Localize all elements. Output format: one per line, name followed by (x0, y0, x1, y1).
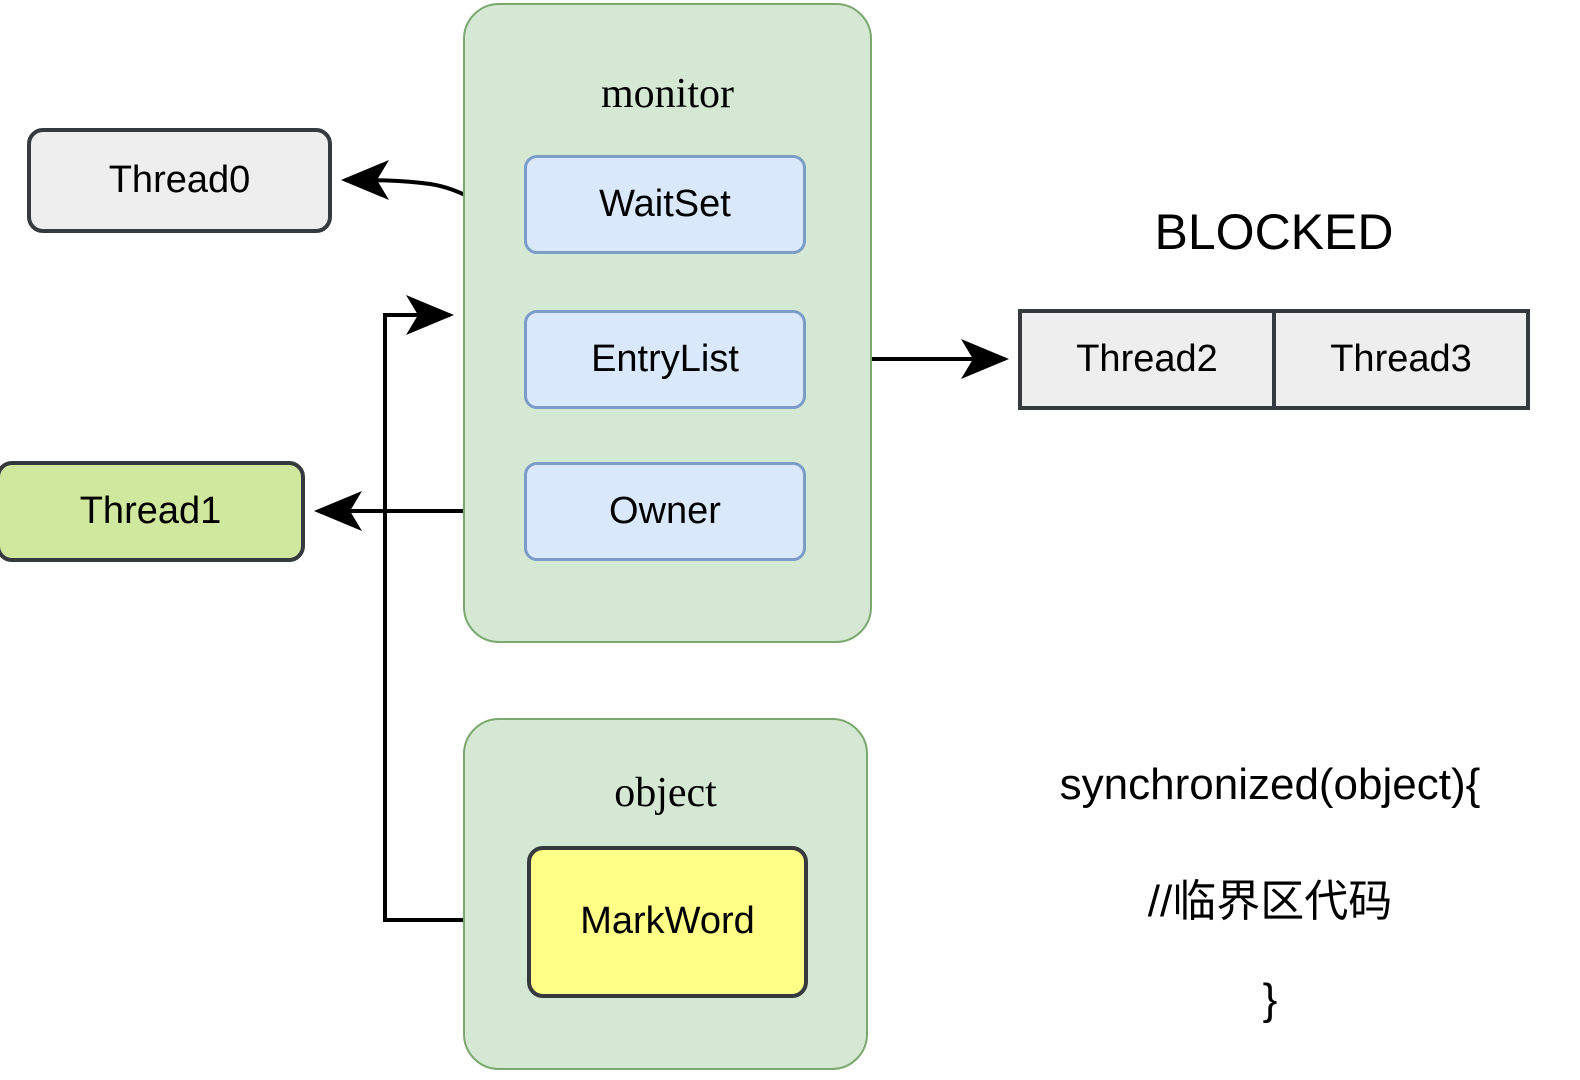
thread1-label: Thread1 (79, 489, 222, 532)
object-title: object (614, 770, 717, 816)
blocked-cell-thread3[interactable]: Thread3 (1272, 313, 1526, 406)
waitset-label: WaitSet (599, 182, 731, 225)
thread0-label: Thread0 (108, 158, 251, 201)
blocked-cell-thread2-label: Thread2 (1076, 338, 1218, 380)
markword-box[interactable]: MarkWord (527, 846, 808, 998)
code-line-2: //临界区代码 (1147, 877, 1393, 926)
blocked-title: BLOCKED (1154, 204, 1394, 260)
markword-label: MarkWord (580, 900, 755, 943)
monitor-title: monitor (601, 71, 734, 117)
owner-box[interactable]: Owner (524, 462, 806, 561)
waitset-box[interactable]: WaitSet (524, 155, 806, 254)
blocked-cell-thread3-label: Thread3 (1330, 338, 1472, 380)
thread0-box[interactable]: Thread0 (27, 128, 332, 233)
thread1-box[interactable]: Thread1 (0, 461, 305, 562)
blocked-thread-table: Thread2 Thread3 (1018, 309, 1530, 410)
code-line-3: } (1262, 975, 1278, 1024)
entrylist-label: EntryList (591, 337, 739, 380)
entrylist-box[interactable]: EntryList (524, 310, 806, 409)
code-line-1: synchronized(object){ (1059, 760, 1481, 809)
code-snippet: synchronized(object){ //临界区代码 } (1000, 760, 1540, 1050)
blocked-cell-thread2[interactable]: Thread2 (1022, 313, 1272, 406)
owner-label: Owner (609, 489, 721, 532)
